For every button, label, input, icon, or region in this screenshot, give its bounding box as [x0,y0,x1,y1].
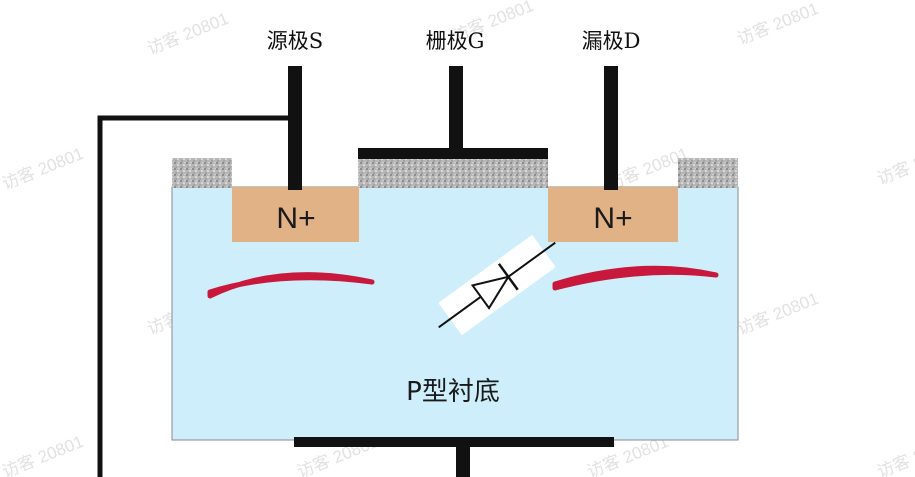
watermark-text: 访客 20801 [734,0,821,49]
watermark-text: 访客 20801 [874,139,915,189]
watermark-text: 访客 20801 [734,289,821,339]
substrate-label: P型衬底 [406,377,500,407]
watermark-text: 访客 20801 [874,432,915,477]
oxide-right [678,158,738,188]
drain-terminal-label: 漏极D [582,29,641,53]
n-plus-drain-label: N+ [593,202,632,235]
source-terminal-label: 源极S [267,29,323,53]
oxide-gate [358,158,548,188]
gate-electrode [358,148,548,159]
gate-terminal-label: 栅极G [426,29,485,53]
depletion-curve-right [552,265,719,291]
body-diode-symbol [438,234,556,336]
source-terminal-lead [288,66,302,190]
drain-terminal-lead [604,66,618,190]
watermark-text: 访客 20801 [144,9,231,59]
n-plus-source-label: N+ [276,202,315,235]
watermark-text: 访客 20801 [0,144,86,194]
n-plus-source-region [232,187,359,242]
oxide-left [172,158,232,188]
gate-terminal-lead [449,66,463,154]
watermark-text: 访客 20801 [0,432,86,477]
body-contact-electrode [294,437,614,447]
source-body-wire [97,115,295,477]
depletion-curve-left [207,272,375,299]
n-plus-drain-region [548,187,678,242]
body-terminal-lead [456,440,470,477]
